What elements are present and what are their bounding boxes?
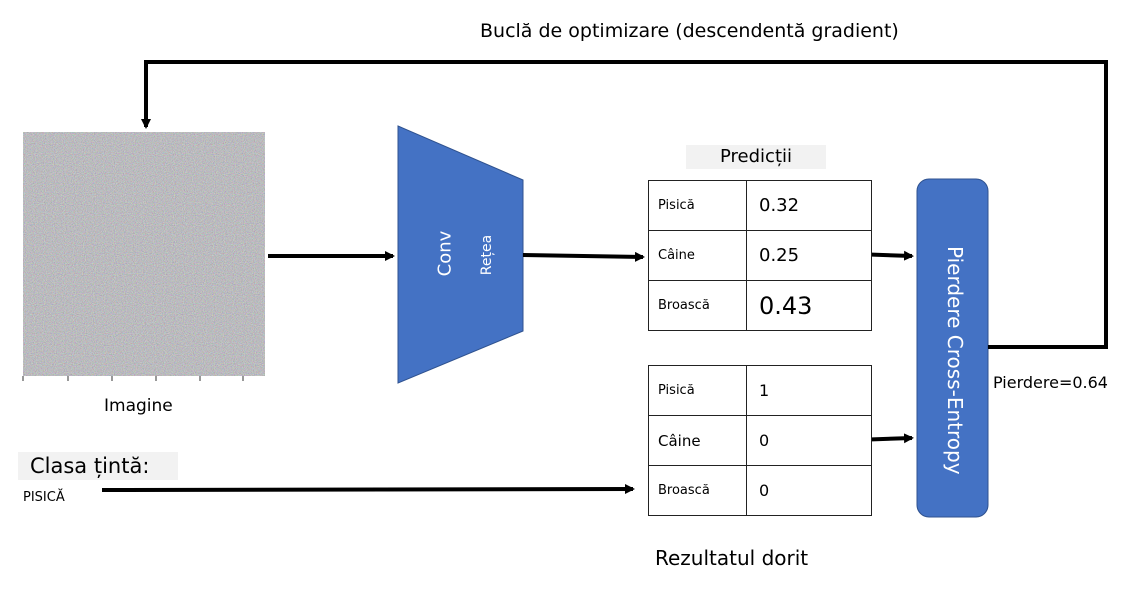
prediction-value-cat: 0.32 xyxy=(746,180,872,231)
network-to-predictions-arrow xyxy=(522,251,645,262)
prediction-label-cat: Pisică xyxy=(648,180,747,231)
loss-value: Pierdere=0.64 xyxy=(993,373,1108,392)
desired-value-cat: 1 xyxy=(746,365,872,416)
desired-output-title: Rezultatul dorit xyxy=(655,546,809,570)
optimization-loop-title: Buclă de optimizare (descendentă gradien… xyxy=(480,20,899,42)
desired-label-dog: Câine xyxy=(648,415,747,466)
table-row: Câine 0 xyxy=(648,415,872,466)
desired-label-cat: Pisică xyxy=(648,365,747,416)
prediction-label-frog: Broască xyxy=(648,280,747,331)
target-class-label: Clasa țintă: xyxy=(18,452,178,480)
desired-value-dog: 0 xyxy=(746,415,872,466)
table-row: Broască 0.43 xyxy=(648,280,872,331)
predictions-table: Pisică 0.32 Câine 0.25 Broască 0.43 xyxy=(648,180,872,331)
network-label-retea: Rețea xyxy=(479,234,495,276)
table-row: Broască 0 xyxy=(648,465,872,516)
table-row: Pisică 1 xyxy=(648,365,872,416)
prediction-label-dog: Câine xyxy=(648,230,747,281)
desired-label-frog: Broască xyxy=(648,465,747,516)
desired-value-frog: 0 xyxy=(746,465,872,516)
image-axis-ticks xyxy=(22,376,244,381)
table-row: Câine 0.25 xyxy=(648,230,872,281)
conv-network-shape xyxy=(397,125,524,384)
noise-image xyxy=(23,132,265,376)
target-to-desired-arrow xyxy=(101,484,635,495)
network-label-conv: Conv xyxy=(434,230,456,277)
table-row: Pisică 0.32 xyxy=(648,180,872,231)
image-label: Imagine xyxy=(104,396,173,416)
desired-output-table: Pisică 1 Câine 0 Broască 0 xyxy=(648,365,872,516)
loss-box-label: Pierdere Cross-Entropy xyxy=(943,246,967,475)
target-class-value: PISICĂ xyxy=(23,490,65,505)
prediction-value-frog: 0.43 xyxy=(746,280,872,331)
predictions-title: Predicții xyxy=(686,145,826,169)
prediction-value-dog: 0.25 xyxy=(746,230,872,281)
optimization-loop-arrow xyxy=(141,60,1108,349)
